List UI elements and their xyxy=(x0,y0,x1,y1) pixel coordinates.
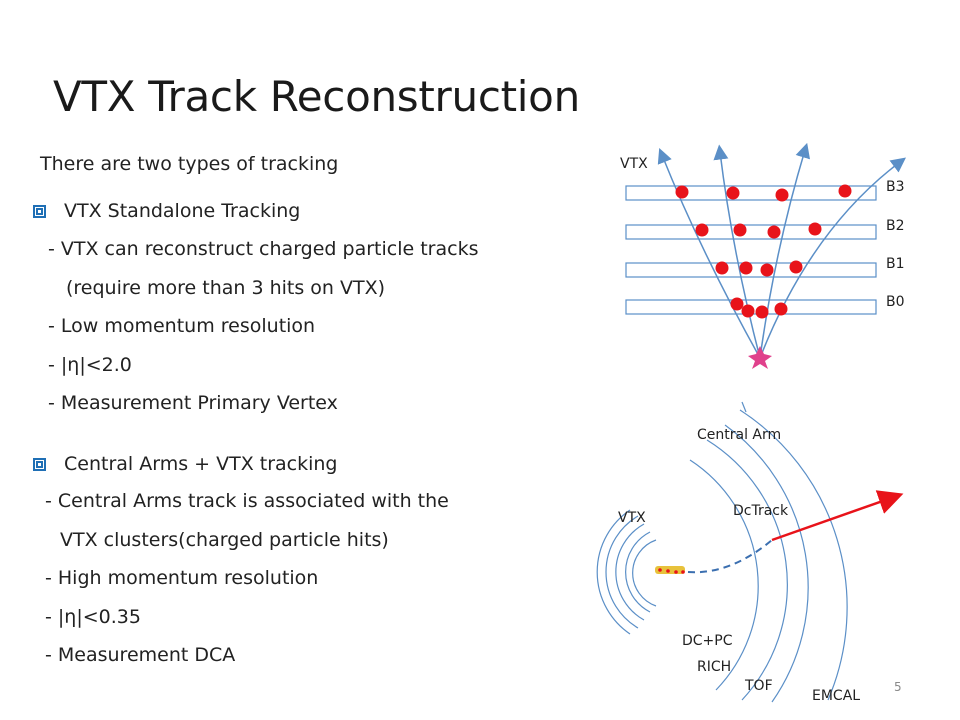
vtx-label: VTX xyxy=(620,156,648,172)
section-1-heading: VTX Standalone Tracking xyxy=(64,200,301,222)
central-arm-label: Central Arm xyxy=(697,427,782,443)
central-arm-arcs xyxy=(689,401,848,703)
primary-vertex-icon xyxy=(748,346,772,369)
layer-b2-bar xyxy=(625,224,877,240)
layer-label-b0: B0 xyxy=(886,294,905,310)
track-2 xyxy=(713,144,761,359)
dctrack-extrapolation xyxy=(687,539,773,574)
layer-label-b2: B2 xyxy=(886,218,905,234)
section-1-line-3: - Low momentum resolution xyxy=(48,315,316,337)
layer-label-b3: B3 xyxy=(886,179,905,195)
square-bullet-icon xyxy=(33,204,46,218)
section-2-line-4: - |η|<0.35 xyxy=(45,606,141,628)
vtx-hits xyxy=(675,184,852,319)
track-4 xyxy=(759,157,906,359)
section-2-heading: Central Arms + VTX tracking xyxy=(64,453,338,475)
dc-pc-label: DC+PC xyxy=(682,633,733,649)
section-1-line-2: (require more than 3 hits on VTX) xyxy=(66,277,386,299)
emcal-label: EMCAL xyxy=(812,688,861,704)
square-bullet-icon xyxy=(33,457,46,471)
vtx-bottom-label: VTX xyxy=(618,510,646,526)
layer-b3-bar xyxy=(625,185,877,201)
section-2-line-1: - Central Arms track is associated with … xyxy=(45,490,449,512)
section-2-line-5: - Measurement DCA xyxy=(45,644,236,666)
section-1-line-4: - |η|<2.0 xyxy=(48,354,132,376)
layer-label-b1: B1 xyxy=(886,256,905,272)
section-2-line-2: VTX clusters(charged particle hits) xyxy=(60,529,389,551)
section-1-line-1: - VTX can reconstruct charged particle t… xyxy=(48,238,479,260)
section-1-line-5: - Measurement Primary Vertex xyxy=(48,392,338,414)
slide-title: VTX Track Reconstruction xyxy=(53,72,580,121)
section-1-heading-row: VTX Standalone Tracking xyxy=(33,200,300,222)
vtx-clusters xyxy=(655,566,685,574)
dctrack-line xyxy=(771,490,904,542)
section-2-line-3: - High momentum resolution xyxy=(45,567,319,589)
vtx-rings xyxy=(596,509,657,635)
page-number: 5 xyxy=(894,680,902,694)
dctrack-label: DcTrack xyxy=(733,503,789,519)
section-2-heading-row: Central Arms + VTX tracking xyxy=(33,453,338,475)
intro-text: There are two types of tracking xyxy=(40,153,339,175)
rich-label: RICH xyxy=(697,659,732,675)
track-1 xyxy=(657,148,761,359)
tof-label: TOF xyxy=(745,678,773,694)
track-3 xyxy=(759,142,811,359)
